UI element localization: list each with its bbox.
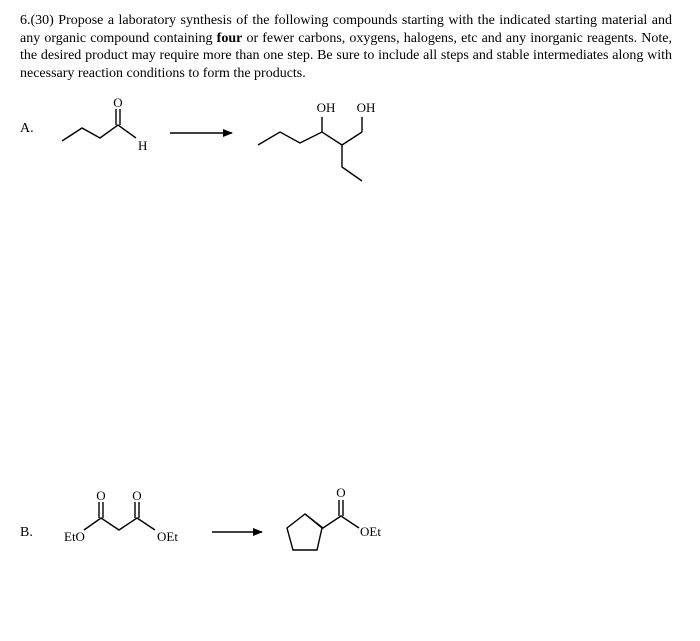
part-a-start-chain bbox=[61, 124, 137, 142]
part-a-product-ethyl-branch bbox=[341, 145, 363, 182]
question-rest: or fewer carbons, oxygens, halogens, etc… bbox=[20, 30, 672, 81]
part-b-product-oxygen: O bbox=[336, 485, 345, 500]
part-a-starting-material: O H bbox=[61, 95, 147, 153]
part-b-product-cyclopentane bbox=[286, 513, 323, 551]
question-text: 6.(30) Propose a laboratory synthesis of… bbox=[20, 12, 672, 82]
part-b-start-oxygen-1: O bbox=[96, 488, 105, 503]
question-emphasis: four bbox=[216, 30, 243, 46]
part-b-product-chain bbox=[304, 513, 360, 529]
part-b-product: O OEt bbox=[286, 485, 381, 551]
part-a-start-oxygen: O bbox=[113, 95, 122, 110]
part-b-label: B. bbox=[20, 525, 33, 540]
part-b-product-ester-group: OEt bbox=[360, 524, 381, 539]
part-b-start-right-group: OEt bbox=[157, 529, 178, 544]
part-a-product-hydroxyl-1: OH bbox=[317, 100, 336, 115]
part-a-label: A. bbox=[20, 121, 34, 136]
part-a-product-hydroxyl-2: OH bbox=[357, 100, 376, 115]
part-a-start-hydrogen: H bbox=[138, 138, 147, 153]
part-a-product: OH OH bbox=[257, 100, 376, 182]
part-a-product-chain bbox=[257, 131, 363, 146]
part-b-start-left-group: EtO bbox=[64, 529, 85, 544]
question-intro: 6.(30) Propose a laboratory synthesis of… bbox=[20, 13, 672, 46]
part-b-starting-material: O O EtO OEt bbox=[64, 488, 178, 544]
part-b-start-oxygen-2: O bbox=[132, 488, 141, 503]
part-b-start-chain bbox=[83, 517, 156, 531]
